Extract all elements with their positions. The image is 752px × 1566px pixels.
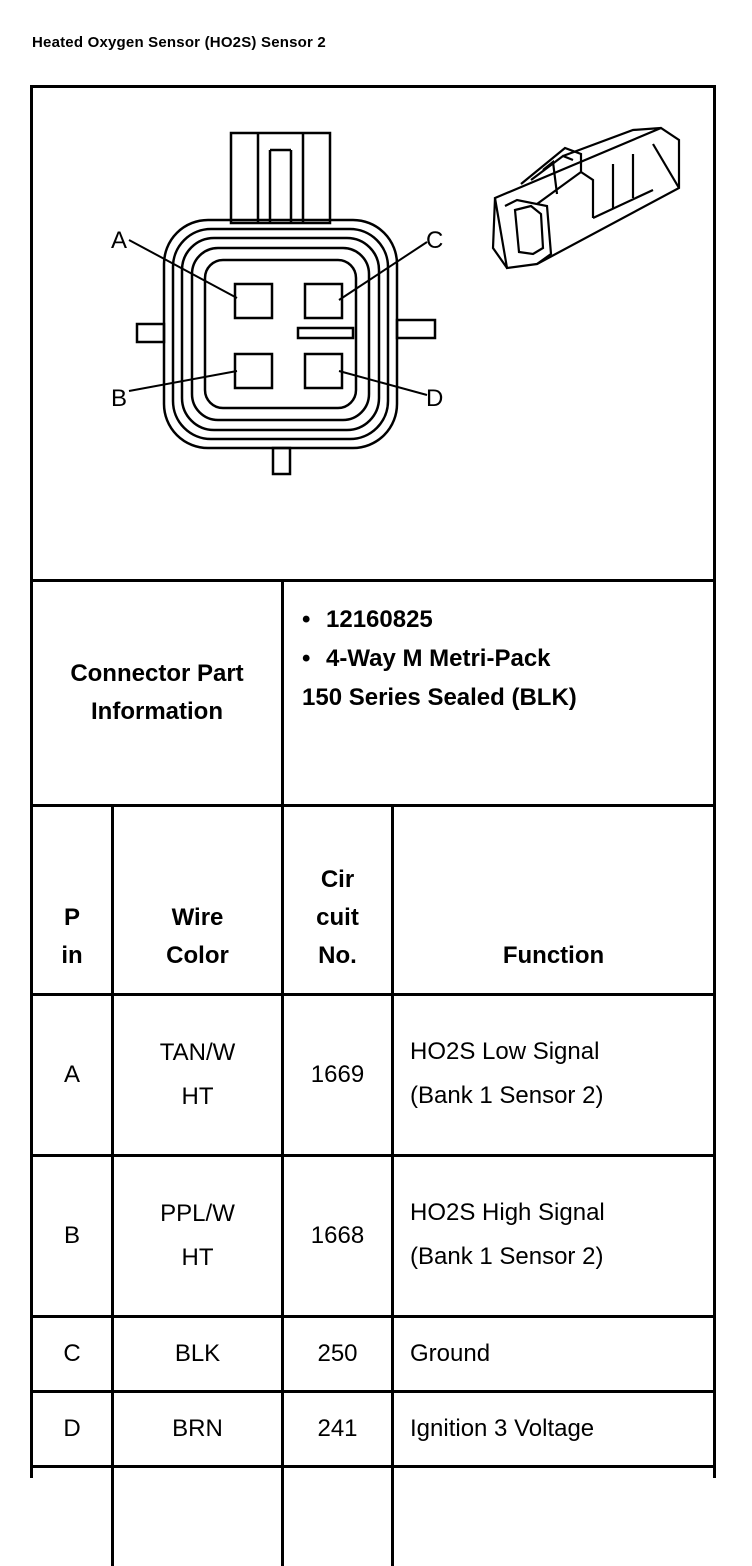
row-b-circuit: 1668 (310, 1222, 365, 1249)
connector-latch (229, 131, 332, 225)
connector-cavity (203, 258, 358, 410)
header-function: Function (394, 807, 713, 993)
row-a-wire-line1: TAN/W (159, 1039, 236, 1066)
header-circuit-line3: No. (318, 942, 357, 969)
header-wire-line2: Color (166, 942, 229, 969)
header-circuit-line1: Cir (320, 866, 355, 893)
header-wire-color: Wire Color (114, 807, 281, 993)
terminal-d (303, 352, 344, 390)
right-tab (395, 318, 437, 340)
label-a: A (111, 227, 127, 254)
row-b-wire-line1: PPL/W (160, 1200, 235, 1227)
connector-3d-view (491, 126, 681, 270)
row-b-function: HO2S High Signal (Bank 1 Sensor 2) (394, 1157, 713, 1315)
page-title: Heated Oxygen Sensor (HO2S) Sensor 2 (32, 34, 326, 51)
row-a-wire: TAN/W HT (114, 996, 281, 1154)
row-a-function-line2: (Bank 1 Sensor 2) (410, 1082, 604, 1109)
header-function-label: Function (502, 942, 605, 969)
header-pin-line1: P (63, 904, 80, 931)
header-pin-line2: in (61, 942, 83, 969)
row-b-function-line1: HO2S High Signal (410, 1199, 605, 1226)
connector-face-drawing: A C B D (111, 126, 681, 476)
row-c-wire: BLK (174, 1340, 221, 1367)
label-c: C (426, 227, 443, 254)
row-c-circuit: 250 (317, 1340, 358, 1367)
left-tab (135, 322, 166, 344)
row-d-wire: BRN (172, 1415, 223, 1442)
connector-body-outer (162, 218, 399, 450)
bottom-tab (271, 446, 292, 476)
row-a-circuit: 1669 (310, 1061, 365, 1088)
connector-info-label-line1: Connector Part (70, 660, 244, 687)
row-a-function-line1: HO2S Low Signal (410, 1038, 600, 1065)
row-d-circuit: 241 (317, 1415, 358, 1442)
terminal-b (233, 352, 274, 390)
row-a-function: HO2S Low Signal (Bank 1 Sensor 2) (394, 996, 713, 1154)
row-b-pin: B (63, 1222, 80, 1249)
connector-info-label: Connector Part Information (33, 582, 281, 804)
terminal-c (303, 282, 344, 320)
row-c-pin: C (63, 1340, 81, 1367)
row-b-wire: PPL/W HT (114, 1157, 281, 1315)
connector-table: A C B D Connector Pa (30, 85, 716, 1566)
connector-info-label-line2: Information (91, 698, 223, 725)
row-c-function: Ground (410, 1340, 491, 1367)
row-a-pin: A (63, 1061, 80, 1088)
row-b-wire-line2: HT (181, 1244, 214, 1271)
connector-type: 4-Way M Metri-Pack (326, 645, 551, 672)
connector-series: 150 Series Sealed (BLK) (302, 684, 577, 711)
connector-diagram: A C B D (33, 88, 713, 582)
header-pin: P in (33, 807, 111, 993)
row-d-pin: D (63, 1415, 81, 1442)
terminal-a (233, 282, 274, 320)
connector-info-values: •12160825 •4-Way M Metri-Pack 150 Series… (286, 600, 577, 717)
key-slot (296, 326, 355, 340)
header-circuit-no: Cir cuit No. (284, 807, 391, 993)
label-d: D (426, 385, 443, 412)
row-b-function-line2: (Bank 1 Sensor 2) (410, 1243, 604, 1270)
label-b: B (111, 385, 127, 412)
part-number: 12160825 (326, 606, 433, 633)
header-wire-line1: Wire (171, 904, 224, 931)
header-circuit-line2: cuit (316, 904, 359, 931)
row-d-function: Ignition 3 Voltage (410, 1415, 595, 1442)
row-a-wire-line2: HT (181, 1083, 214, 1110)
